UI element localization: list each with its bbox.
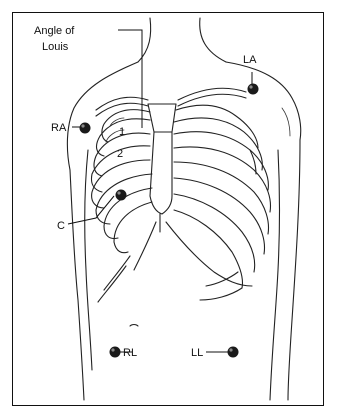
electrode-rl <box>110 347 121 358</box>
electrode-la <box>248 84 259 95</box>
sternum <box>148 104 176 232</box>
rib-number-1: 1 <box>119 126 125 138</box>
label-c: C <box>57 220 65 232</box>
ribs-left <box>91 110 152 302</box>
label-ra: RA <box>51 122 67 134</box>
electrode-ll <box>228 347 239 358</box>
label-angle-of-louis-line2: Louis <box>42 41 69 53</box>
navel <box>130 325 138 327</box>
electrode-c <box>116 190 127 201</box>
label-ll: LL <box>191 347 203 359</box>
rib-number-2: 2 <box>117 148 123 160</box>
leader-lines <box>68 30 252 352</box>
costal-margin <box>134 222 252 286</box>
label-la: LA <box>243 54 257 66</box>
label-angle-of-louis-line1: Angle of <box>34 25 75 37</box>
torso-outline <box>67 18 300 400</box>
label-rl: RL <box>123 347 137 359</box>
electrode-ra <box>80 123 91 134</box>
ribs-right <box>174 105 270 300</box>
